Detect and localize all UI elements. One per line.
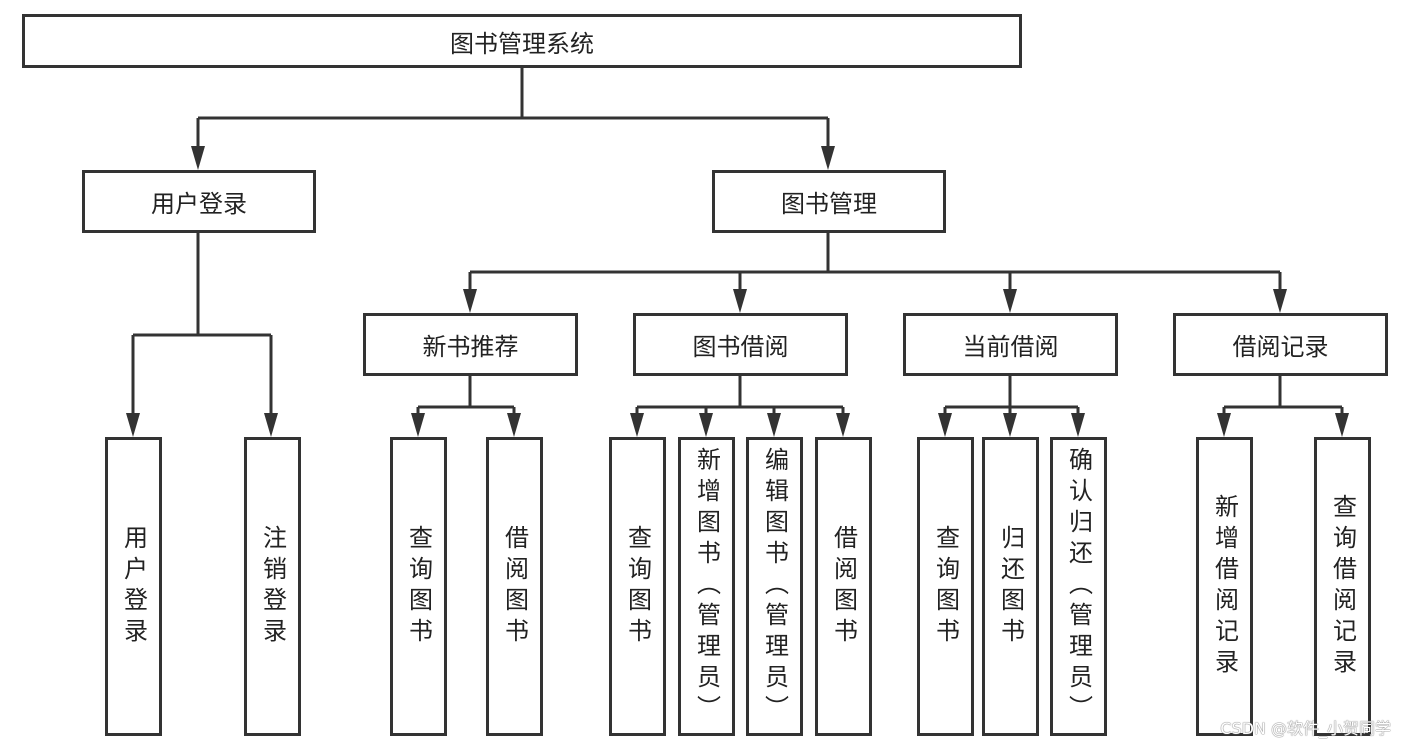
leaf-borrow-1: 查询图书 (609, 437, 666, 736)
leaf-logout-label: 注销登录 (258, 524, 287, 649)
leaf-current-3-label: 确认归还（管理员） (1064, 447, 1093, 726)
leaf-new-books-1: 查询图书 (390, 437, 447, 736)
leaf-borrow-4-label: 借阅图书 (829, 524, 858, 649)
box-book-management-label: 图书管理 (781, 190, 877, 218)
leaf-records-1-label: 新增借阅记录 (1210, 493, 1239, 680)
leaf-borrow-4: 借阅图书 (815, 437, 872, 736)
leaf-new-books-2-label: 借阅图书 (500, 524, 529, 649)
leaf-borrow-2: 新增图书（管理员） (678, 437, 735, 736)
box-new-books: 新书推荐 (363, 313, 578, 376)
arrow-head (733, 289, 747, 313)
leaf-current-2: 归还图书 (982, 437, 1039, 736)
arrow-head (1217, 413, 1231, 437)
box-book-borrow: 图书借阅 (633, 313, 848, 376)
arrow-head (463, 289, 477, 313)
leaf-borrow-1-label: 查询图书 (623, 524, 652, 649)
arrow-head (821, 146, 835, 170)
box-current-borrow: 当前借阅 (903, 313, 1118, 376)
arrow-head (1003, 413, 1017, 437)
box-borrow-records: 借阅记录 (1173, 313, 1388, 376)
arrow-head (126, 413, 140, 437)
arrow-head (767, 413, 781, 437)
leaf-user-login: 用户登录 (105, 437, 162, 736)
leaf-current-1: 查询图书 (917, 437, 974, 736)
box-book-borrow-label: 图书借阅 (692, 333, 789, 361)
leaf-records-1: 新增借阅记录 (1196, 437, 1253, 736)
box-book-management: 图书管理 (712, 170, 946, 233)
leaf-current-2-label: 归还图书 (996, 524, 1025, 649)
leaf-borrow-3: 编辑图书（管理员） (746, 437, 803, 736)
arrow-head (191, 146, 205, 170)
leaf-new-books-1-label: 查询图书 (404, 524, 433, 649)
leaf-borrow-3-label: 编辑图书（管理员） (760, 447, 789, 726)
arrow-head (507, 413, 521, 437)
arrow-head (1273, 289, 1287, 313)
arrow-head (836, 413, 850, 437)
box-user-login: 用户登录 (82, 170, 316, 233)
arrow-head (938, 413, 952, 437)
leaf-records-2: 查询借阅记录 (1314, 437, 1371, 736)
arrow-head (411, 413, 425, 437)
leaf-borrow-2-label: 新增图书（管理员） (692, 447, 721, 726)
arrow-head (630, 413, 644, 437)
box-current-borrow-label: 当前借阅 (962, 333, 1059, 361)
leaf-new-books-2: 借阅图书 (486, 437, 543, 736)
watermark: CSDN @软件_小贺同学 (1220, 719, 1391, 738)
arrow-head (699, 413, 713, 437)
leaf-records-2-label: 查询借阅记录 (1328, 493, 1357, 680)
arrow-head (264, 413, 278, 437)
leaf-user-login-label: 用户登录 (119, 524, 148, 649)
leaf-logout: 注销登录 (244, 437, 301, 736)
root-box-library-system-label: 图书管理系统 (450, 29, 594, 58)
leaf-current-1-label: 查询图书 (931, 524, 960, 649)
box-borrow-records-label: 借阅记录 (1232, 333, 1329, 361)
leaf-current-3: 确认归还（管理员） (1050, 437, 1107, 736)
box-user-login-label: 用户登录 (151, 190, 247, 218)
box-new-books-label: 新书推荐 (422, 333, 519, 361)
root-box-library-system: 图书管理系统 (22, 14, 1022, 68)
arrow-head (1335, 413, 1349, 437)
arrow-head (1003, 289, 1017, 313)
arrow-head (1071, 413, 1085, 437)
